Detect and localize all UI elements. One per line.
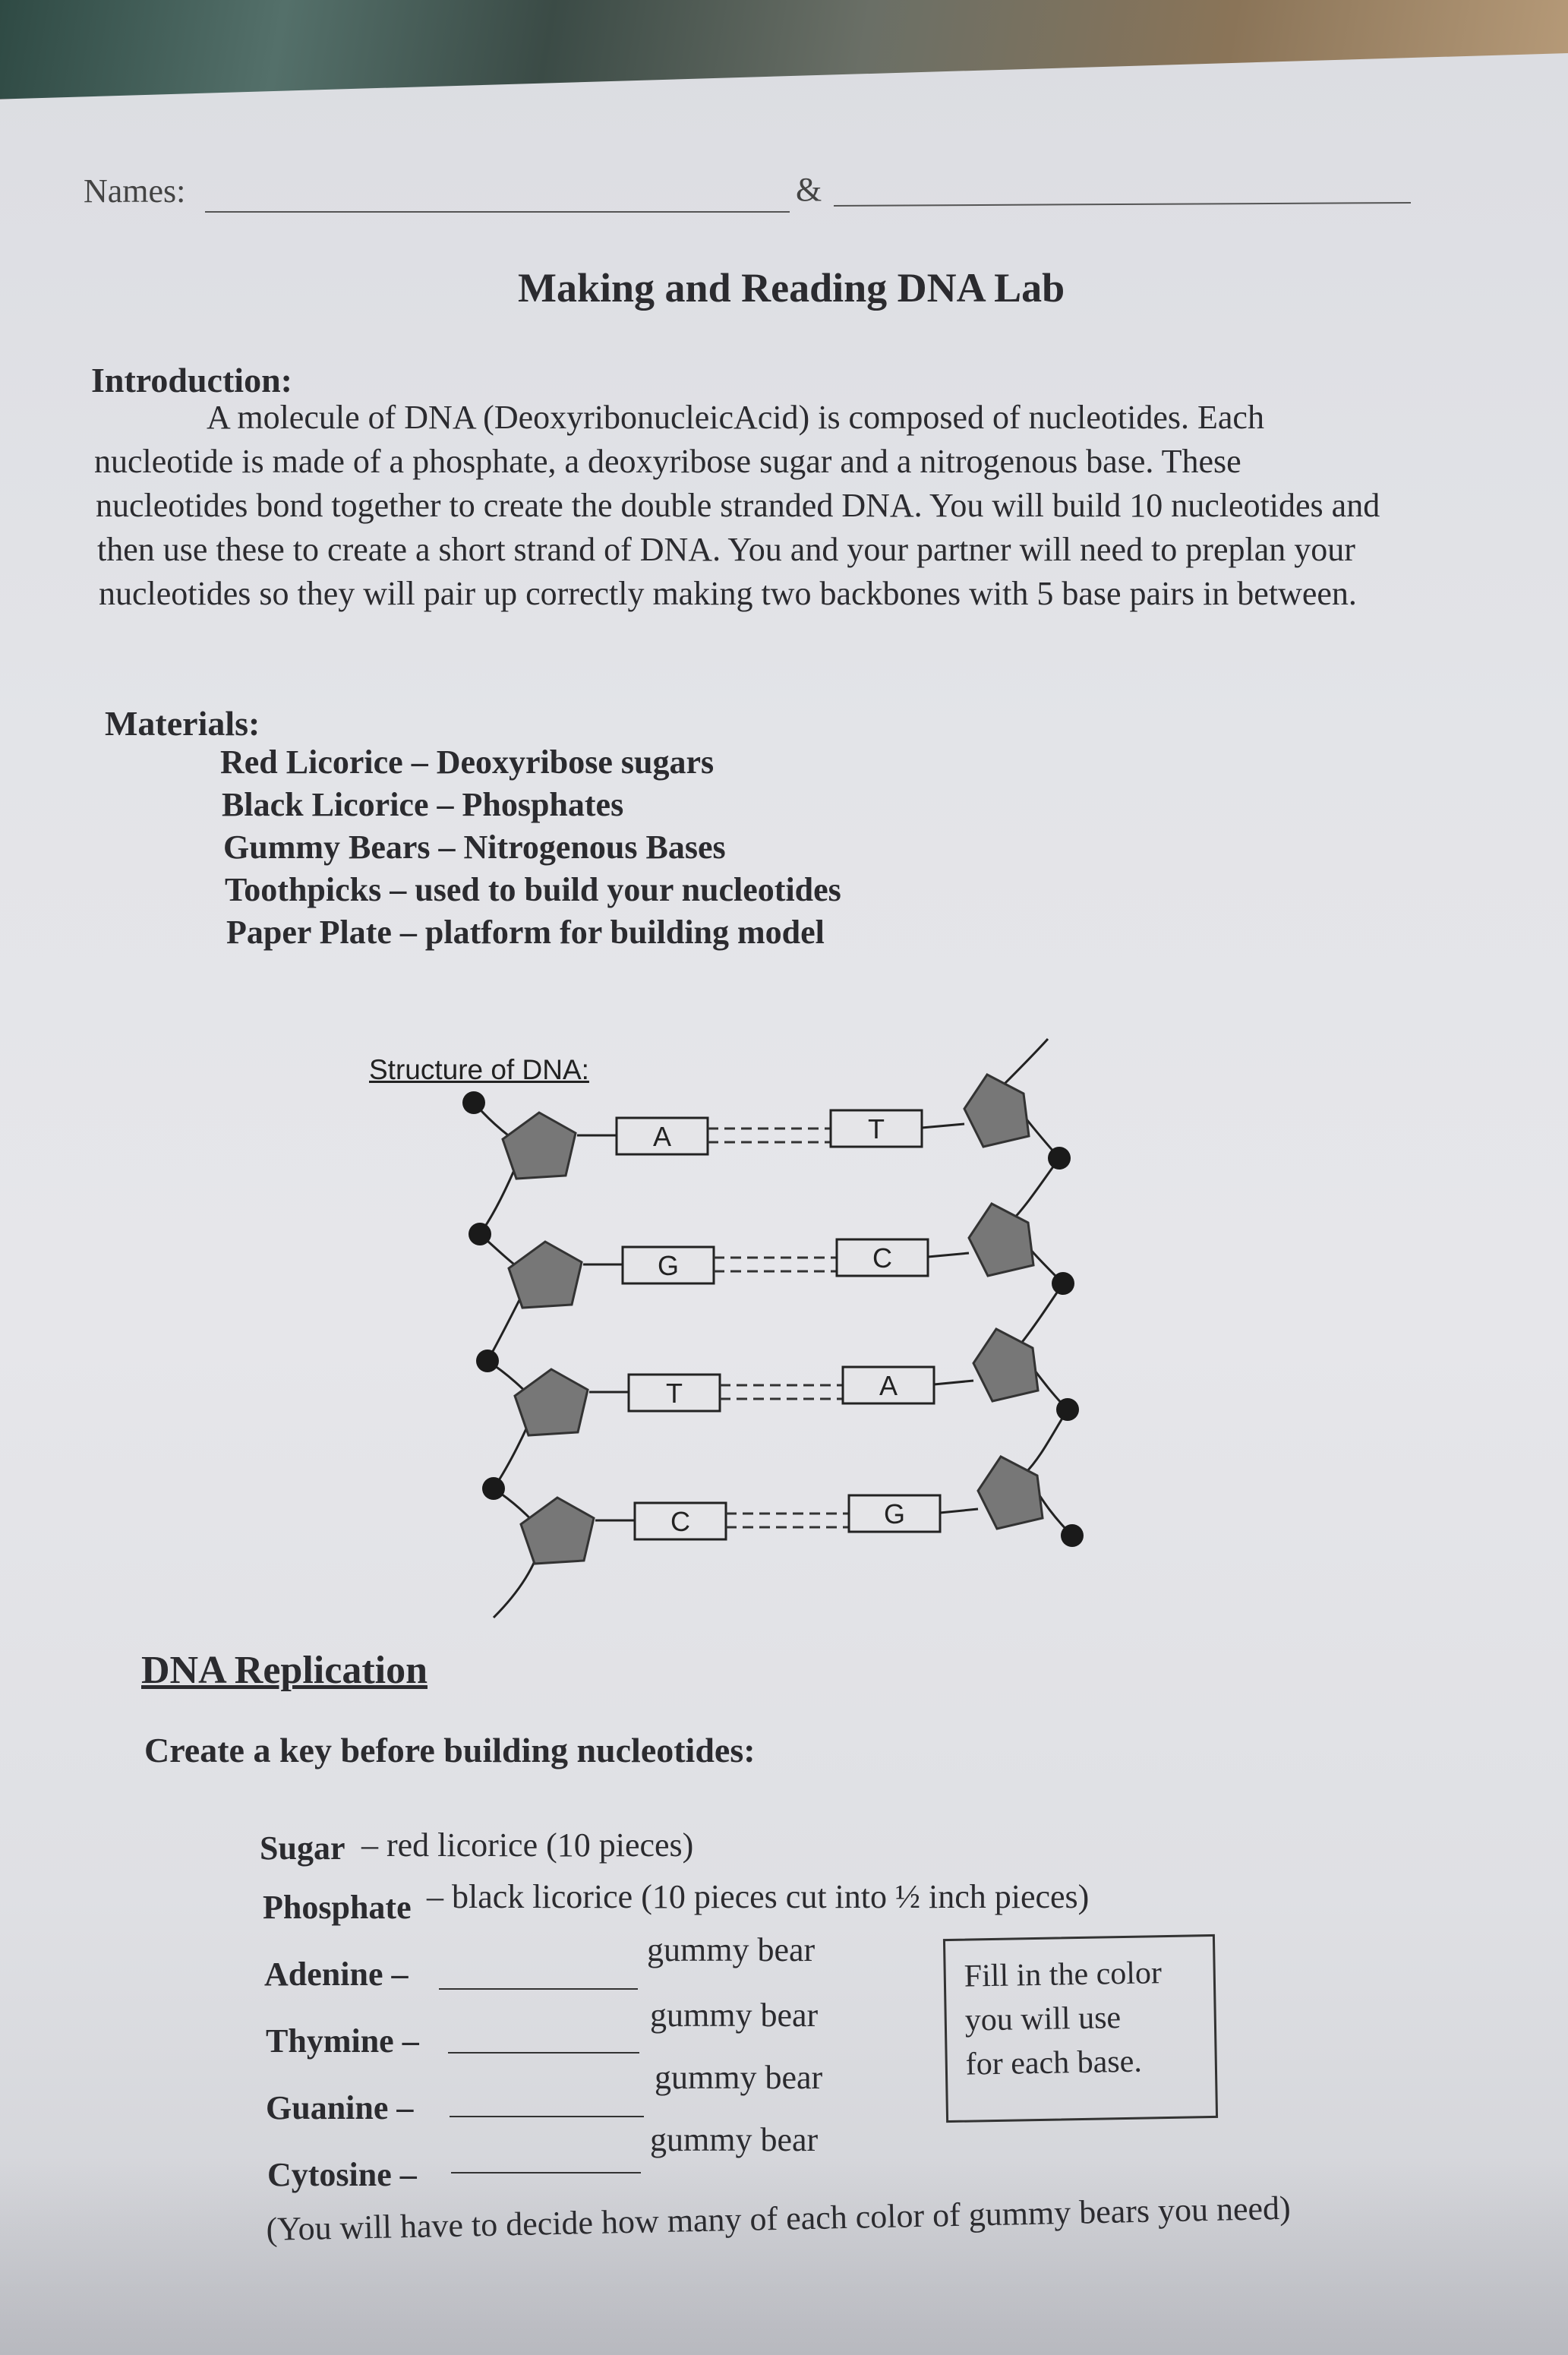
base-label: Adenine – xyxy=(264,1956,409,1993)
phosphate-dot xyxy=(462,1091,485,1114)
color-note-line: Fill in the color xyxy=(964,1956,1163,1994)
sugar-pentagon xyxy=(513,1368,589,1437)
intro-line: nucleotides so they will pair up correct… xyxy=(99,575,1357,612)
base-letter-right: T xyxy=(868,1113,885,1144)
intro-line: then use these to create a short strand … xyxy=(97,531,1355,568)
phosphate-dot xyxy=(476,1350,499,1372)
base-pair-row: A T xyxy=(577,1109,965,1156)
intro-line: nucleotide is made of a phosphate, a deo… xyxy=(94,443,1241,480)
material-item: Red Licorice – Deoxyribose sugars xyxy=(220,743,715,781)
color-note-line: for each base. xyxy=(965,2044,1143,2082)
replication-heading: DNA Replication xyxy=(141,1649,427,1692)
base-letter-left: G xyxy=(658,1250,679,1281)
sugar-pentagon xyxy=(507,1240,583,1309)
sugar-pentagon xyxy=(501,1111,577,1180)
material-item: Black Licorice – Phosphates xyxy=(222,786,624,823)
base-pair-row: T A xyxy=(589,1365,974,1413)
paper-shadow xyxy=(0,2158,1568,2355)
base-pair-row: C G xyxy=(595,1494,979,1541)
base-letter-left: C xyxy=(670,1506,690,1537)
diagram-title: Structure of DNA: xyxy=(369,1054,589,1085)
base-pair-row: G C xyxy=(583,1238,970,1285)
base-letter-right: A xyxy=(879,1370,898,1401)
base-letter-right: C xyxy=(872,1242,892,1274)
color-input-cytosine[interactable] xyxy=(451,2172,641,2173)
names-label: Names: xyxy=(84,172,186,210)
phosphate-dot xyxy=(482,1477,505,1500)
sugar-pentagon xyxy=(519,1496,595,1565)
base-label: Thymine – xyxy=(266,2022,419,2060)
key-heading: Create a key before building nucleotides… xyxy=(144,1731,756,1769)
base-suffix: gummy bear xyxy=(650,1997,819,2034)
base-suffix: gummy bear xyxy=(655,2059,823,2096)
name-blank-1[interactable] xyxy=(205,211,790,213)
worksheet-paper xyxy=(0,53,1568,2355)
materials-heading: Materials: xyxy=(105,704,260,743)
phosphate-label: Phosphate xyxy=(263,1889,412,1926)
phosphate-dot xyxy=(469,1223,491,1245)
base-suffix: gummy bear xyxy=(647,1931,816,1968)
material-item: Paper Plate – platform for building mode… xyxy=(226,914,825,951)
ampersand: & xyxy=(796,171,822,208)
color-input-thymine[interactable] xyxy=(448,2052,639,2054)
base-label: Cytosine – xyxy=(267,2156,417,2193)
intro-heading: Introduction: xyxy=(91,361,292,399)
base-label: Guanine – xyxy=(266,2089,414,2126)
sugar-pentagon xyxy=(967,1202,1035,1277)
color-input-adenine[interactable] xyxy=(439,1988,638,1990)
phosphate-text: – black licorice (10 pieces cut into ½ i… xyxy=(427,1878,1090,1915)
phosphate-dot xyxy=(1052,1272,1074,1295)
phosphate-dot xyxy=(1048,1147,1071,1170)
sugar-label: Sugar xyxy=(260,1829,345,1867)
phosphate-dot xyxy=(1061,1524,1084,1547)
material-item: Toothpicks – used to build your nucleoti… xyxy=(225,871,841,908)
color-note-line: you will use xyxy=(964,2000,1122,2038)
intro-line: nucleotides bond together to create the … xyxy=(96,487,1380,524)
color-instruction-box: Fill in the color you will use for each … xyxy=(942,1934,1219,2123)
base-letter-left: T xyxy=(666,1378,683,1409)
base-letter-right: G xyxy=(884,1498,905,1529)
sugar-text: – red licorice (10 pieces) xyxy=(361,1826,694,1864)
base-letter-left: A xyxy=(653,1121,671,1152)
dna-structure-diagram: A T G C T A C G xyxy=(462,1037,1084,1619)
material-item: Gummy Bears – Nitrogenous Bases xyxy=(223,829,726,866)
base-suffix: gummy bear xyxy=(650,2121,819,2158)
page-title: Making and Reading DNA Lab xyxy=(518,265,1065,311)
intro-line: A molecule of DNA (DeoxyribonucleicAcid)… xyxy=(207,399,1264,436)
sugar-pentagon xyxy=(976,1455,1044,1530)
color-input-guanine[interactable] xyxy=(450,2116,644,2117)
phosphate-dot xyxy=(1056,1398,1079,1421)
sugar-pentagon xyxy=(963,1073,1030,1148)
sugar-pentagon xyxy=(972,1327,1040,1403)
